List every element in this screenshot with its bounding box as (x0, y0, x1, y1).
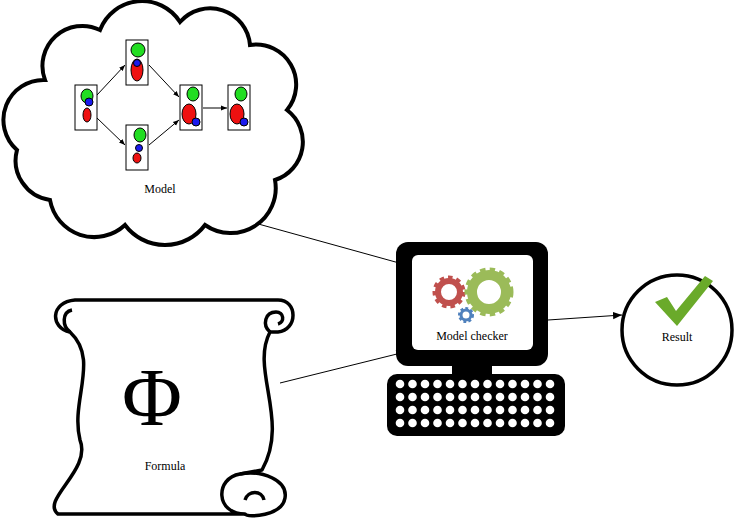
gears (436, 271, 510, 321)
node-label: Result (662, 331, 693, 344)
result-node: Result (620, 272, 735, 387)
arrow-connector (280, 352, 405, 383)
computer-node: Model checker (385, 240, 567, 438)
formula-symbol: Φ (122, 353, 182, 443)
result-circle (620, 272, 735, 387)
arrow-connector (548, 315, 622, 320)
node-label: Formula (145, 460, 186, 473)
cloud-node: Model (5, 0, 300, 238)
node-label: Model (144, 183, 175, 196)
state-graph (75, 40, 250, 170)
scroll-node: Φ Formula (30, 290, 305, 520)
node-label: Model checker (436, 330, 508, 343)
cloud-shape (5, 0, 300, 238)
